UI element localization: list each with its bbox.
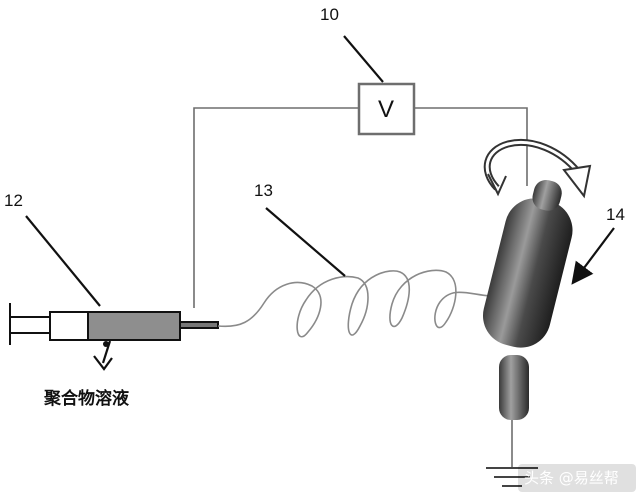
voltmeter: V	[357, 82, 416, 136]
plunger-head	[49, 311, 89, 341]
syringe	[9, 303, 219, 345]
collector-drum	[482, 198, 573, 348]
leader-line-13	[265, 207, 346, 277]
plunger-rod	[9, 316, 51, 334]
collector-shaft-bottom	[499, 355, 529, 420]
syringe-needle	[179, 321, 219, 329]
circuit-wires	[193, 107, 528, 468]
drip-arrow-icon	[93, 340, 113, 371]
watermark: 头条 @易丝帮	[518, 464, 636, 492]
leader-lines	[25, 35, 615, 307]
rotation-arrow-icon	[483, 138, 592, 199]
leader-arrow-14	[571, 227, 615, 285]
polymer-solution-caption: 聚合物溶液	[43, 388, 129, 409]
ref-label-10: 10	[320, 5, 339, 24]
syringe-barrel	[87, 311, 181, 341]
leader-line-12	[25, 215, 101, 307]
voltmeter-symbol: V	[378, 96, 394, 123]
ground-symbol	[486, 467, 538, 487]
rotating-collector	[482, 179, 573, 420]
collector-shaft-top	[532, 179, 562, 211]
leader-line-10	[343, 35, 384, 83]
ref-label-14: 14	[606, 205, 625, 224]
ref-label-12: 12	[4, 191, 23, 210]
ref-label-13: 13	[254, 181, 273, 200]
polymer-fiber	[217, 269, 491, 338]
watermark-text: 头条 @易丝帮	[524, 469, 619, 487]
